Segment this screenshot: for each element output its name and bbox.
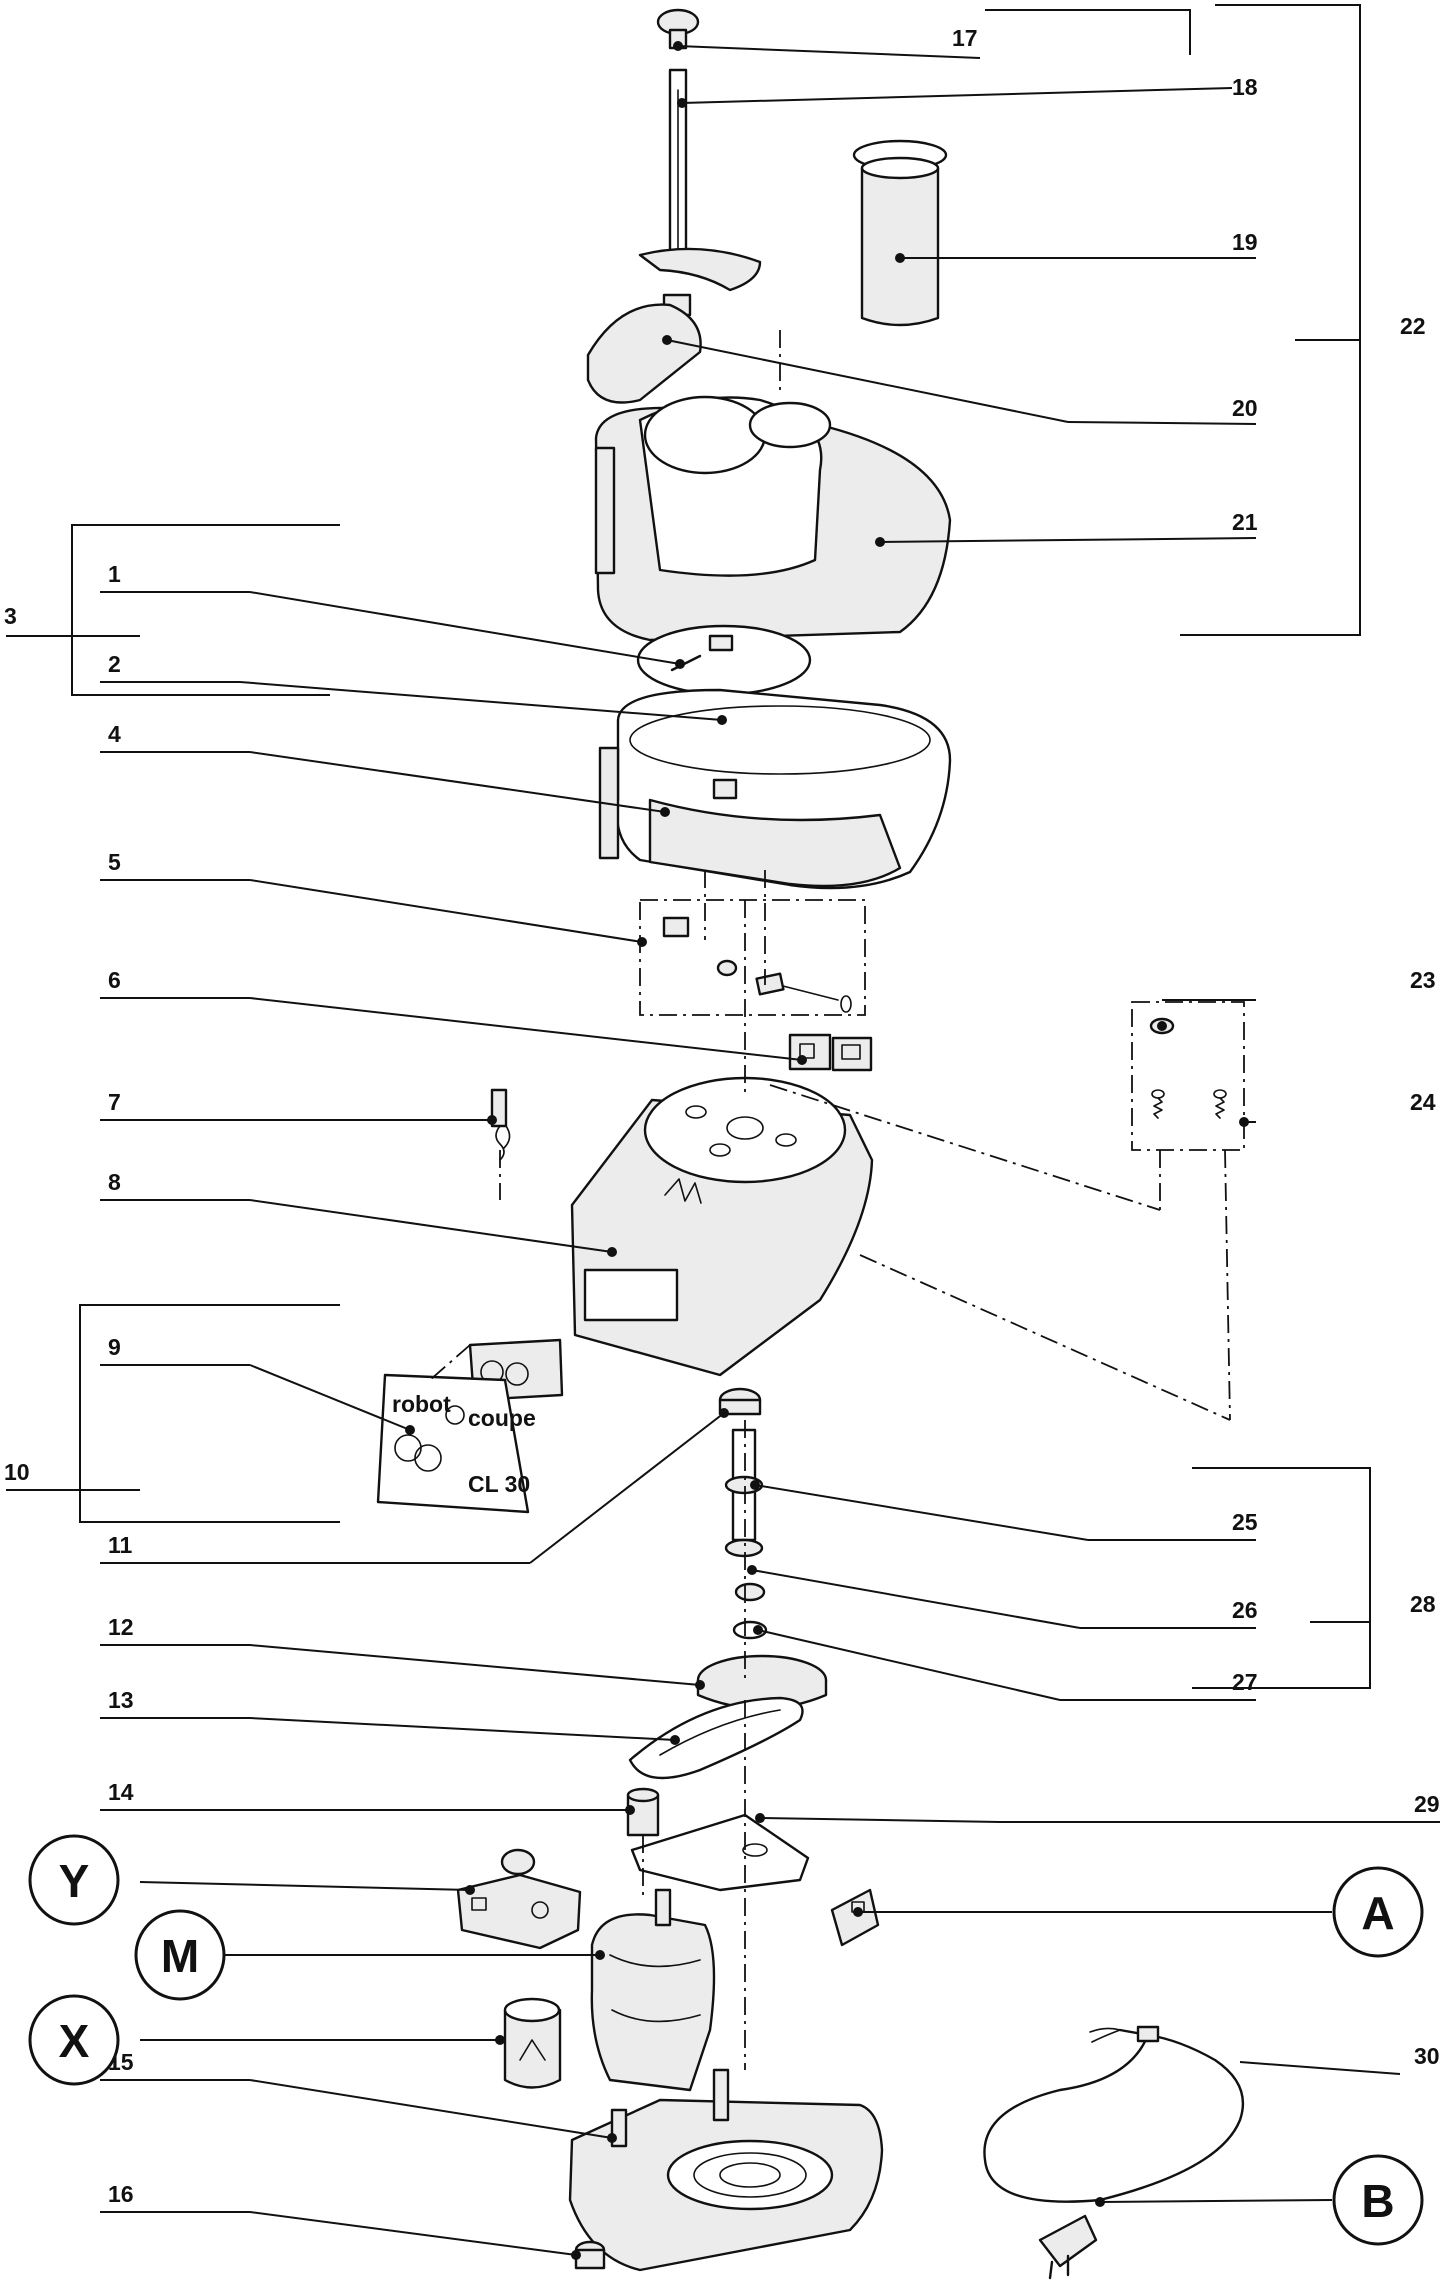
callout-23: 23: [1410, 967, 1436, 993]
group-brackets: [6, 4, 1371, 1689]
part-30-power-cord: [983, 2025, 1245, 2280]
circled-label-X: X: [59, 2015, 90, 2067]
callout-8: 8: [108, 1169, 121, 1195]
circled-callout-M: M: [134, 1909, 226, 2001]
assembly-center-lines: [429, 330, 1231, 2070]
circled-label-A: A: [1361, 1887, 1394, 1939]
part-M-motor: [590, 1888, 716, 2092]
nameplate-brand-right: coupe: [468, 1405, 536, 1431]
circled-label-M: M: [161, 1930, 199, 1982]
part-A-capacitor-module: [830, 1888, 880, 1947]
callout-22: 22: [1400, 313, 1426, 339]
part-5-safety-kit: [639, 899, 866, 1016]
part-20-lid-arm: [586, 303, 702, 404]
part-13-belt: [628, 1696, 804, 1780]
callout-28: 28: [1410, 1591, 1436, 1617]
callout-5: 5: [108, 849, 121, 875]
callout-18: 18: [1232, 74, 1258, 100]
circled-callout-X: X: [28, 1994, 120, 2086]
circled-callout-B: B: [1332, 2154, 1424, 2246]
callout-25: 25: [1232, 1509, 1258, 1535]
part-Y-switch-assembly: [456, 1848, 582, 1950]
callout-24: 24: [1410, 1089, 1436, 1115]
part-4-bowl: [598, 688, 952, 890]
callout-6: 6: [108, 967, 121, 993]
part-23-24-screw-kit: [1131, 1001, 1245, 1421]
callout-17: 17: [952, 25, 978, 51]
callout-20: 20: [1232, 395, 1258, 421]
callout-19: 19: [1232, 229, 1258, 255]
part-9-nameplate: robot coupe CL 30: [376, 1373, 536, 1514]
callout-13: 13: [108, 1687, 134, 1713]
part-14-pinion: [626, 1787, 660, 1837]
circled-label-Y: Y: [59, 1855, 90, 1907]
callout-7: 7: [108, 1089, 121, 1115]
callout-16: 16: [108, 2181, 134, 2207]
nameplate-model: CL 30: [468, 1471, 530, 1497]
callout-3: 3: [4, 603, 17, 629]
callout-14: 14: [108, 1779, 134, 1805]
callout-30: 30: [1414, 2043, 1440, 2069]
part-19-feed-tube: [852, 139, 948, 327]
part-X-capacitor: [503, 1997, 562, 2089]
circled-callout-A: A: [1332, 1866, 1424, 1958]
callout-10: 10: [4, 1459, 30, 1485]
callout-2: 2: [108, 651, 121, 677]
part-7-connector: [490, 1088, 511, 1161]
part-21-lid: [594, 395, 952, 642]
callout-27: 27: [1232, 1669, 1258, 1695]
part-18-pusher-rod: [638, 68, 762, 317]
callout-4: 4: [108, 721, 121, 747]
circled-label-B: B: [1361, 2175, 1394, 2227]
callout-29: 29: [1414, 1791, 1440, 1817]
leader-lines: [100, 41, 1440, 2260]
part-1-cutting-disc: [636, 624, 812, 696]
callout-9: 9: [108, 1334, 121, 1360]
nameplate-brand-left: robot: [392, 1391, 451, 1417]
part-6-switch-pair: [788, 1033, 873, 1072]
circled-callout-Y: Y: [28, 1834, 120, 1926]
part-15-base: [568, 2068, 884, 2272]
callout-12: 12: [108, 1614, 134, 1640]
callout-1: 1: [108, 561, 121, 587]
part-26-coupling: [724, 1538, 766, 1602]
part-11-bushing: [718, 1387, 762, 1416]
callout-21: 21: [1232, 509, 1258, 535]
part-8-motor-housing: [570, 1076, 874, 1377]
callout-11: 11: [108, 1532, 133, 1558]
callout-labels: 17 18 19 22 20 21 1 3 2 4 5 6 23 7 24 8 …: [4, 25, 1440, 2207]
callout-26: 26: [1232, 1597, 1258, 1623]
